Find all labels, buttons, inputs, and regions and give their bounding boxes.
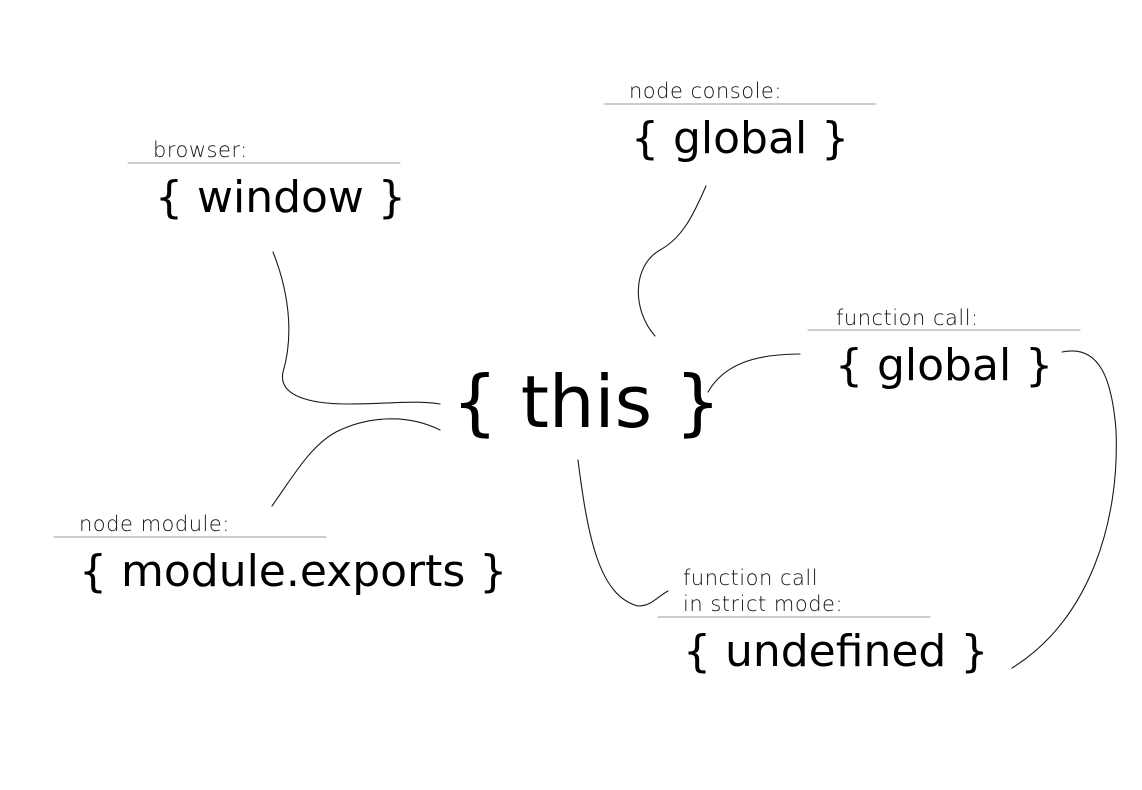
node-console-label: node console: [629, 79, 782, 103]
connector-node-module [271, 418, 441, 507]
connector-node-console [637, 185, 707, 337]
node-module-label: node module: [79, 512, 230, 536]
connector-global-to-undefined [1011, 350, 1117, 669]
function-call-label: function call: [836, 306, 979, 330]
connector-function-call [707, 353, 801, 393]
strict-mode-value: { undefined } [683, 626, 989, 677]
node-console-value: { global } [631, 113, 850, 164]
browser-value: { window } [155, 172, 406, 223]
browser-label: browser: [153, 138, 248, 162]
connector-browser [272, 251, 441, 405]
function-call-value: { global } [835, 340, 1054, 391]
center-this-node: { this } [452, 360, 721, 444]
connector-strict-mode [577, 459, 669, 607]
node-module-value: { module.exports } [79, 546, 508, 597]
strict-mode-label: function call in strict mode: [683, 566, 844, 616]
